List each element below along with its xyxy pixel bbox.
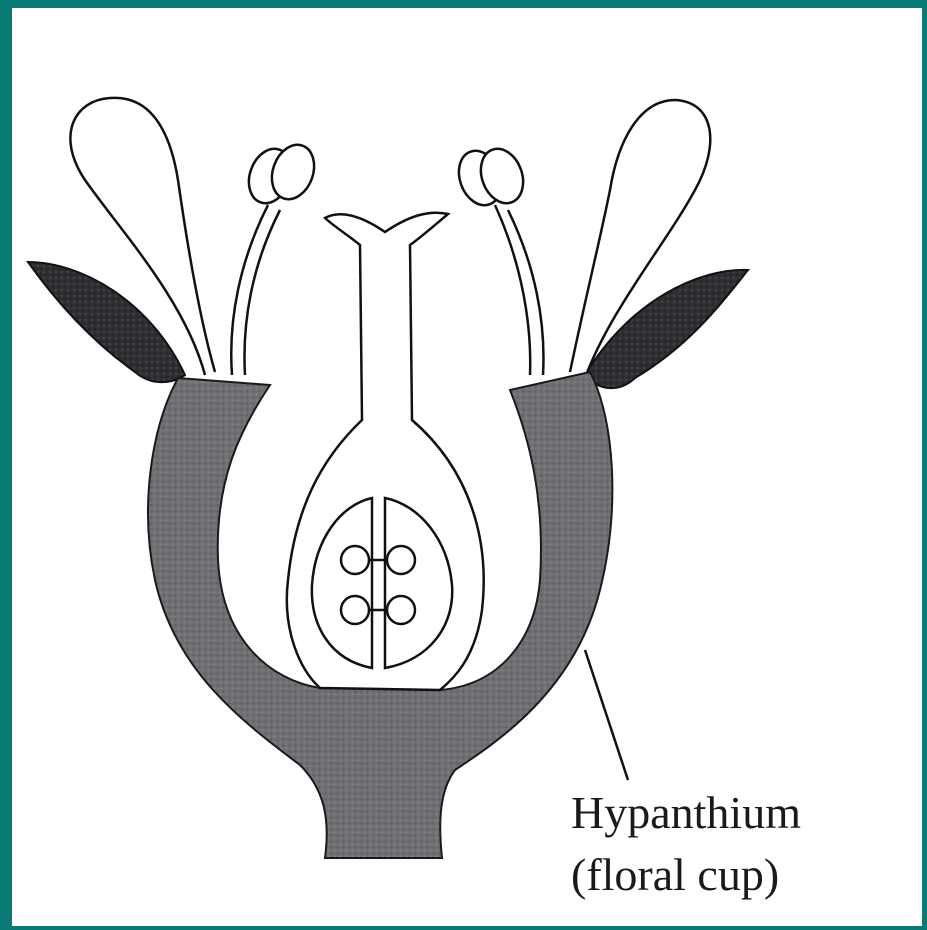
hypanthium-label: Hypanthium (571, 790, 801, 836)
floral-cup-label: (floral cup) (571, 852, 779, 898)
label-leader-line (585, 650, 628, 780)
left-stamen (231, 139, 321, 375)
right-stamen (452, 143, 544, 375)
